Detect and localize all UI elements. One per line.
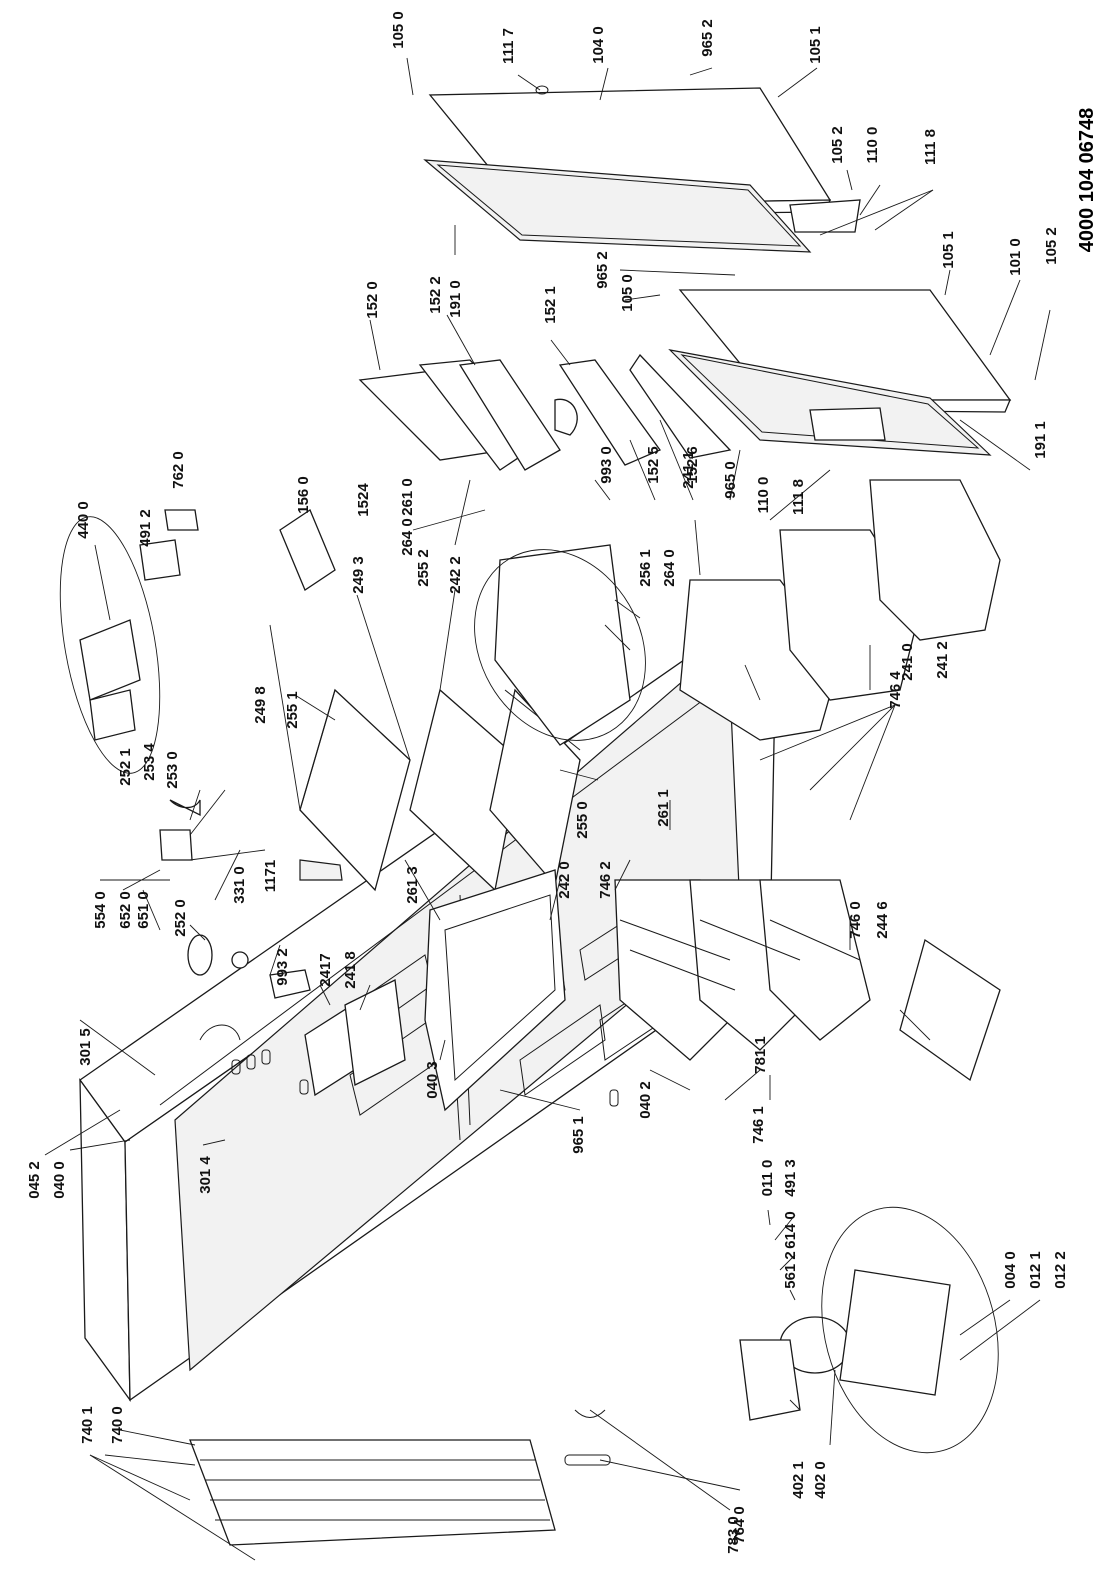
part-number-label: 111 8 [922,129,939,165]
part-number-label: 491 2 [137,509,154,547]
part-number-label: 965 0 [722,461,739,499]
part-number-label: 111 7 [500,28,517,64]
condenser [189,1409,611,1546]
leader-lines [44,57,1051,1561]
part-number-label: 402 1 [790,1461,807,1499]
part-number-label: 152 5 [645,446,662,484]
part-number-label: 105 2 [829,126,846,164]
part-number-label: 011 0 [759,1160,776,1197]
part-number-label: 040 0 [51,1161,68,1199]
part-number-label: 746 1 [750,1106,767,1144]
part-number-label: 491 3 [782,1159,799,1197]
part-number-label: 012 2 [1052,1251,1069,1289]
part-number-label: 110 0 [864,127,881,164]
part-number-label: 740 1 [79,1406,96,1444]
lower-door [629,289,1012,459]
part-number-label: 651 0 [135,891,152,929]
part-number-label: 104 0 [590,26,607,64]
part-number-label: 105 0 [390,11,407,49]
part-number-label: 614 0 [782,1211,799,1249]
part-number-label: 012 1 [1027,1251,1044,1289]
part-number-label: 261 3 [404,866,421,904]
part-number-label: 965 2 [699,19,716,57]
part-number-label: 440 0 [75,501,92,539]
part-labels: 105 0 111 7 104 0 965 2 105 1 105 2 110 0 111 8… [26,11,1069,1554]
part-number-label: 253 4 [141,743,158,781]
small-parts [139,509,1001,1097]
part-number-label: 652 0 [117,891,134,929]
part-number-label: 740 0 [109,1406,126,1444]
part-number-label: 993 0 [598,446,615,484]
part-number-label: 256 1 [637,549,654,587]
part-number-label: 264 0 [661,549,678,587]
part-number-label: 105 1 [807,26,824,64]
ice-tray [279,509,336,591]
part-number-label: 746 0 [847,901,864,939]
part-number-label: 045 2 [26,1161,43,1199]
part-number-label: 261 0 [399,478,416,516]
compressor [739,1206,999,1454]
control-cluster [59,516,201,861]
center-drawer [424,544,646,1112]
part-number-label: 255 1 [284,691,301,729]
part-number-label: 110 0 [755,477,772,514]
part-number-label: 264 0 [399,518,416,556]
wire-racks [614,879,871,1061]
part-number-label: 241 2 [934,641,951,679]
part-number-label: 301 4 [197,1156,214,1194]
part-number-label: 241 8 [342,951,359,989]
part-number-label: 152 1 [542,286,559,324]
door-shelves [358,359,662,471]
part-number-label: 105 1 [940,231,957,269]
part-number-label: 244 6 [874,901,891,939]
part-number-label: 993 2 [274,948,291,986]
part-number-label: 105 0 [619,274,636,312]
part-number-label: 101 0 [1007,238,1024,276]
part-number-label: 242 2 [447,556,464,594]
part-number-label: 746 4 [887,671,904,709]
part-number-label: 1171 [262,860,279,893]
part-number-label: 1524 [355,483,372,517]
part-number-label: 152 6 [684,446,701,484]
part-number-label: 241 0 [899,643,916,681]
part-number-label: 255 2 [415,549,432,587]
part-number-label: 040 2 [637,1081,654,1119]
part-number-label: 781 1 [752,1036,769,1074]
part-number-label: 004 0 [1002,1251,1019,1289]
part-number-label: 746 2 [597,861,614,899]
part-number-label: 255 0 [574,801,591,839]
part-number-label: 249 3 [350,556,367,594]
part-number-label: 111 8 [790,479,807,515]
part-number-label: 783 0 [725,1516,742,1554]
part-number-label: 040 3 [424,1061,441,1099]
part-number-label: 241 1 [680,451,697,489]
part-number-label: 191 1 [1032,421,1049,459]
part-number-label: 156 0 [295,476,312,514]
part-number-label: 253 0 [164,751,181,789]
top-door [423,85,861,253]
part-number-label: 554 0 [92,891,109,929]
part-number-label: 301 5 [77,1028,94,1066]
part-number-label: 152 2 [427,276,444,314]
parts-drawing [59,85,1012,1546]
part-number-label: 2417 [317,953,334,986]
part-number-label: 261 1 [655,789,672,827]
part-number-label: 249 8 [252,686,269,724]
part-number-label: 252 0 [172,899,189,937]
part-number-label: 331 0 [231,866,248,904]
part-number-label: 561 2 [782,1251,799,1289]
part-number-label: 965 2 [594,251,611,289]
freezer-baskets [679,479,1001,741]
part-number-label: 191 0 [447,280,464,318]
part-number-label: 762 0 [170,451,187,489]
part-number-label: 965 1 [570,1116,587,1154]
part-number-label: 252 1 [117,748,134,786]
document-number: 4000 104 06748 [1076,108,1098,253]
part-number-label: 105 2 [1043,227,1060,265]
part-number-label: 242 0 [556,861,573,899]
part-number-label: 764 0 [731,1506,748,1544]
part-number-label: 402 0 [812,1461,829,1499]
part-number-label: 152 0 [364,281,381,319]
